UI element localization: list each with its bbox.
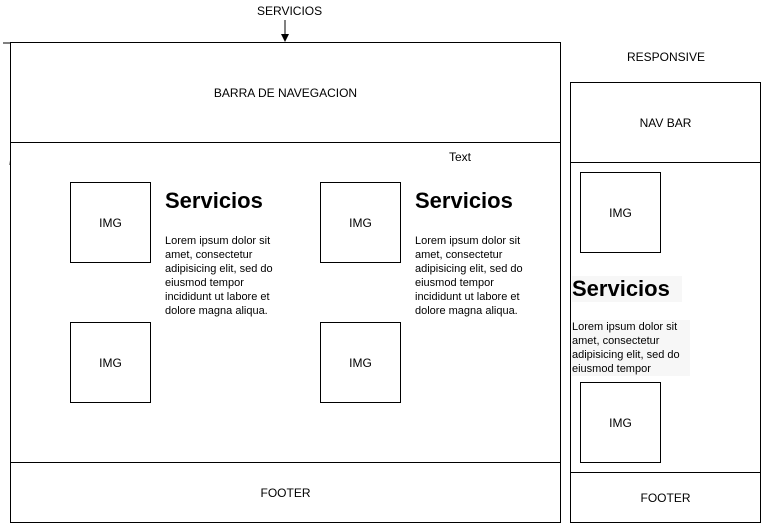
mobile-footer-label: FOOTER [640, 490, 691, 505]
desktop-col2-heading: Servicios [415, 188, 513, 213]
image-placeholder-label: IMG [349, 215, 372, 230]
desktop-footer: FOOTER [10, 462, 561, 523]
responsive-label: RESPONSIVE [627, 50, 706, 64]
image-placeholder-label: IMG [609, 415, 632, 430]
desktop-navbar-label: BARRA DE NAVEGACION [213, 85, 358, 100]
text-annotation: Text [449, 150, 472, 164]
desktop-col1-text: Lorem ipsum dolor sit amet, consectetur … [165, 235, 273, 317]
desktop-footer-label: FOOTER [260, 485, 311, 500]
desktop-navbar: BARRA DE NAVEGACION [10, 42, 561, 143]
image-placeholder-label: IMG [609, 205, 632, 220]
desktop-col2-text: Lorem ipsum dolor sit amet, consectetur … [415, 235, 523, 317]
mobile-navbar: NAV BAR [570, 82, 761, 163]
desktop-col1-image-2: IMG [70, 322, 151, 403]
mobile-heading: Servicios [572, 276, 682, 302]
mobile-image-2: IMG [580, 382, 661, 463]
mobile-image-1: IMG [580, 172, 661, 253]
image-placeholder-label: IMG [349, 355, 372, 370]
mobile-text: Lorem ipsum dolor sit amet, consectetur … [572, 320, 690, 376]
down-arrow-head [281, 34, 289, 42]
image-placeholder-label: IMG [99, 215, 122, 230]
desktop-col2-image-2: IMG [320, 322, 401, 403]
servicios-page-label: SERVICIOS [257, 4, 323, 18]
mobile-footer: FOOTER [570, 472, 761, 523]
desktop-col2-image-1: IMG [320, 182, 401, 263]
mobile-navbar-label: NAV BAR [639, 115, 692, 130]
desktop-col1-heading: Servicios [165, 188, 263, 213]
desktop-col1-image-1: IMG [70, 182, 151, 263]
image-placeholder-label: IMG [99, 355, 122, 370]
